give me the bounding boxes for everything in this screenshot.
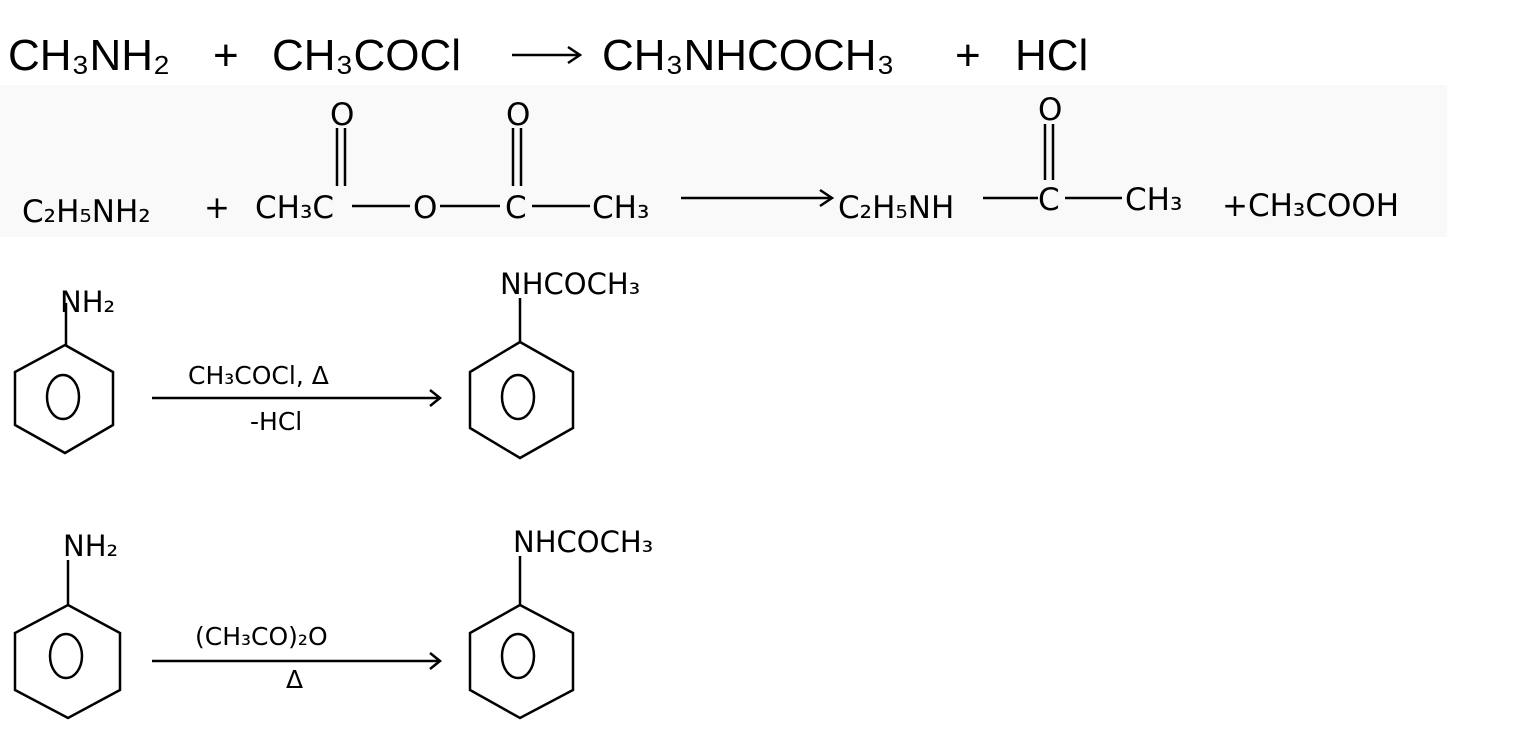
byproduct-acetic-acid: +CH₃COOH (1222, 188, 1399, 224)
condition-label: -HCl (250, 407, 302, 436)
reactant-ethylamine: C₂H₅NH₂ (22, 194, 151, 230)
product-n-methylacetamide: CH₃NHCOCH₃ (602, 31, 895, 80)
reactant-methylamine: CH₃NH₂ (8, 31, 170, 80)
reaction-arrow (152, 652, 443, 670)
carbonyl-oxygen-1: O (330, 97, 354, 133)
aniline-benzene-ring (13, 560, 122, 720)
anhydride-right: CH₃ (592, 190, 649, 226)
product-hcl: HCl (1015, 31, 1088, 80)
reaction-arrow (681, 188, 835, 208)
reaction-arrow (512, 45, 583, 65)
product-ethyl-amine-part: C₂H₅NH (838, 190, 954, 226)
aniline-benzene-ring (13, 303, 115, 455)
carbonyl-carbon-2: C (505, 190, 527, 226)
reaction-arrow (152, 389, 443, 407)
plus-sign: + (213, 31, 239, 80)
product-carbonyl-oxygen: O (1038, 92, 1062, 128)
bridge-oxygen: O (413, 190, 437, 226)
acetanilide-benzene-ring (468, 298, 575, 460)
reagent-label: CH₃COCl, Δ (188, 361, 329, 390)
amino-group: NH₂ (60, 285, 115, 319)
heat-symbol: Δ (286, 665, 303, 694)
acetamido-group: NHCOCH₃ (513, 525, 653, 559)
reaction-1: CH₃NH₂ + CH₃COCl CH₃NHCOCH₃ + HCl (8, 31, 1088, 80)
anhydride-left: CH₃C (255, 190, 334, 226)
carbonyl-oxygen-2: O (506, 97, 530, 133)
reaction-4: NH₂ (CH₃CO)₂O Δ NHCOCH₃ (13, 525, 653, 720)
plus-sign: + (955, 31, 981, 80)
plus-sign: + (204, 190, 230, 226)
reaction-3: NH₂ CH₃COCl, Δ -HCl NHCOCH₃ (13, 267, 640, 460)
reagent-label: (CH₃CO)₂O (195, 622, 328, 651)
double-bond-2 (511, 128, 523, 186)
double-bond-3 (1043, 124, 1055, 180)
double-bond-1 (335, 128, 347, 186)
acetamido-group: NHCOCH₃ (500, 267, 640, 301)
product-methyl: CH₃ (1125, 182, 1182, 218)
reactant-acetyl-chloride: CH₃COCl (272, 31, 461, 80)
acetanilide-benzene-ring (468, 556, 575, 720)
product-carbonyl-carbon: C (1038, 182, 1060, 218)
amino-group: NH₂ (63, 529, 118, 563)
reaction-2: C₂H₅NH₂ + CH₃C O O C O CH₃ C₂H₅NH C O CH… (0, 85, 1447, 237)
reaction-2-background (0, 85, 1447, 237)
